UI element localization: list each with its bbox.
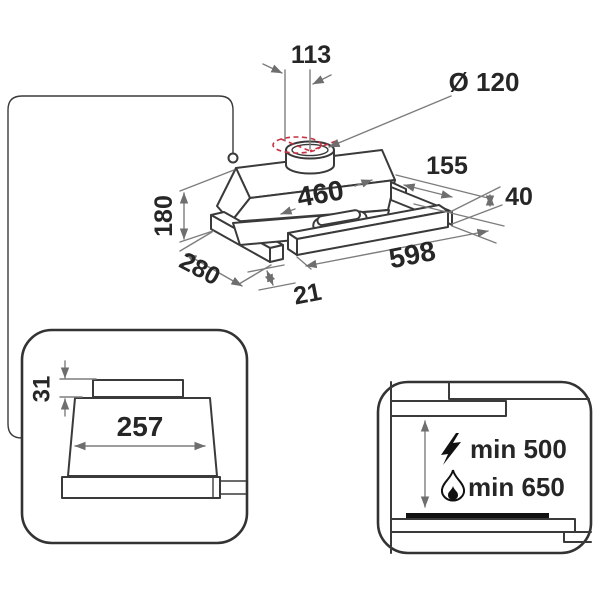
- dim-598-label: 598: [386, 235, 438, 274]
- dim-31-extension-lines: [59, 378, 97, 398]
- dim-280-label: 280: [175, 247, 225, 291]
- cutout-dashed-ellipse: [272, 136, 322, 154]
- gas-clearance-label: min 650: [468, 472, 565, 502]
- dim-113-label: 113: [291, 41, 331, 69]
- dim-155-label: 155: [426, 152, 468, 180]
- installation-clearance-box: min 500 min 650: [376, 380, 593, 555]
- detail-visor-bar: [61, 476, 221, 499]
- dim-21-arrows: [264, 270, 276, 286]
- gas-flame-inner-drop: [448, 486, 458, 500]
- dim-40-label: 40: [505, 183, 533, 211]
- dim-113-arrow-right: [312, 74, 332, 85]
- detail-duct-flange: [92, 379, 184, 398]
- dim-31-label: 31: [28, 376, 55, 403]
- dim-diameter-label: Ø 120: [449, 67, 520, 97]
- dim-180-label: 180: [150, 195, 178, 237]
- dim-21-extension-lines: [247, 264, 296, 291]
- lightning-bolt-icon: [441, 433, 461, 465]
- clearance-box-frame: [376, 380, 593, 555]
- dim-113-arrow-left: [262, 63, 283, 74]
- dim-280-line: [185, 253, 243, 287]
- dim-40-extension-lines: [449, 186, 503, 225]
- detail-bar-extension: [220, 480, 246, 495]
- main-isometric-view: 113 Ø 120 180 280 460 21 598 155 40: [7, 41, 533, 439]
- dim-180-extension-lines: [179, 169, 235, 243]
- dim-113-extension-lines: [284, 69, 311, 150]
- dim-598-line: [305, 228, 489, 269]
- electric-clearance-label: min 500: [470, 434, 567, 464]
- clearance-cupboard: [448, 381, 590, 400]
- dim-155-line: [403, 183, 453, 199]
- chassis-rail-end: [269, 244, 284, 263]
- callout-leader-line: [7, 95, 234, 439]
- dim-460-arrow-left: [280, 206, 296, 215]
- dim-460-arrow-right: [354, 179, 373, 188]
- visor-left-end: [287, 232, 298, 256]
- duct-detail-callout-box: 31 257: [20, 328, 249, 545]
- callout-circle: [227, 152, 239, 164]
- clearance-hood-slab: [390, 400, 507, 417]
- clearance-cooktop: [406, 513, 549, 518]
- dim-diameter-leader: [328, 95, 452, 148]
- dim-21-label: 21: [291, 278, 324, 311]
- clearance-counter: [390, 518, 592, 543]
- dim-257-label: 257: [117, 411, 164, 442]
- gas-flame-icon: [440, 469, 466, 502]
